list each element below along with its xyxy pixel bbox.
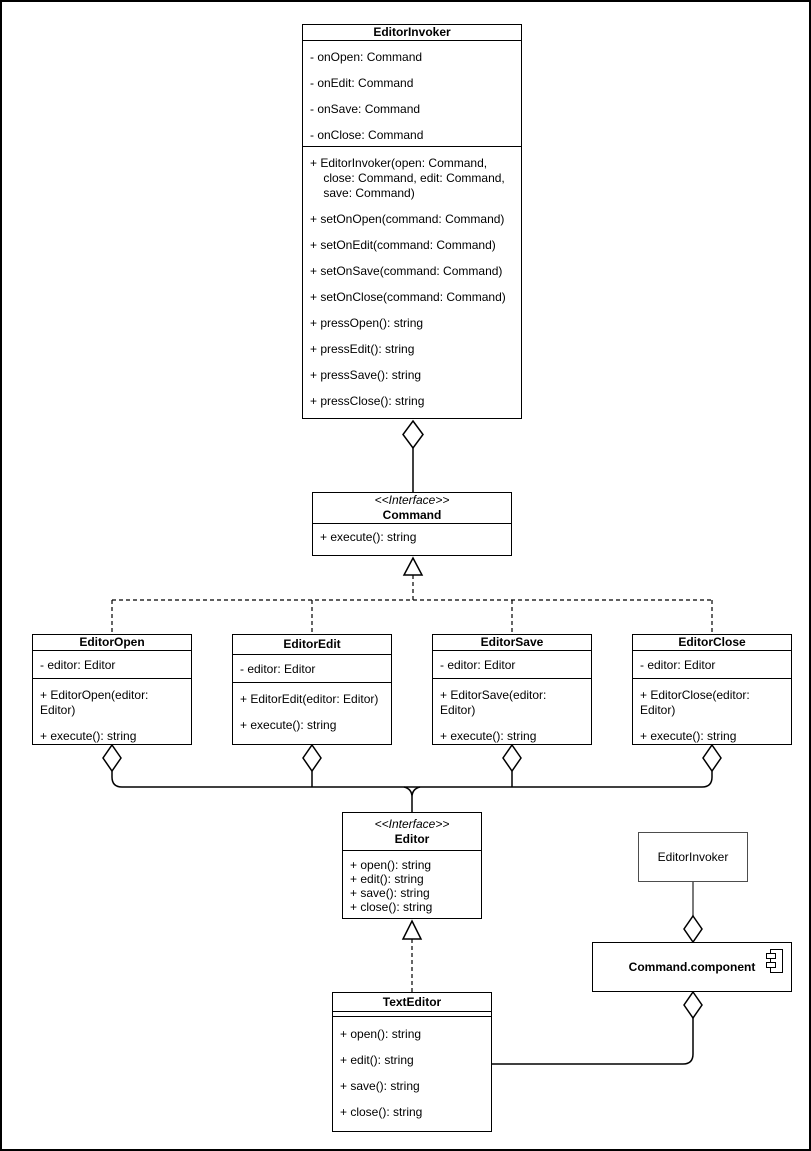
method: + pressEdit(): string <box>310 342 415 356</box>
class-title: EditorOpen <box>33 635 191 651</box>
method: + setOnSave(command: Command) <box>310 264 503 278</box>
method: + setOnEdit(command: Command) <box>310 238 496 252</box>
method: + EditorClose(editor: Editor) <box>640 688 754 717</box>
stereotype-label: <<Interface>> <box>374 816 450 831</box>
class-title: EditorClose <box>633 635 791 651</box>
realization-triangle <box>402 556 424 576</box>
method: + setOnOpen(command: Command) <box>310 212 505 226</box>
aggregation-diamond <box>683 990 703 1020</box>
methods-compartment: + execute(): string <box>313 524 511 556</box>
method: + pressClose(): string <box>310 394 425 408</box>
node-editorinvoker[interactable]: EditorInvoker <box>638 832 748 882</box>
attributes-compartment: - editor: Editor <box>33 651 191 679</box>
aggregation-commands-editor <box>102 743 722 812</box>
class-editorclose[interactable]: EditorClose - editor: Editor + EditorClo… <box>632 634 792 745</box>
method: + EditorInvoker(open: Command, close: Co… <box>310 156 505 200</box>
method: + execute(): string <box>40 729 137 743</box>
aggregation-invoker-command <box>402 419 424 492</box>
class-editorinvoker[interactable]: EditorInvoker - onOpen: Command - onEdit… <box>302 24 522 419</box>
method: + save(): string <box>350 886 430 900</box>
method: + EditorEdit(editor: Editor) <box>240 692 379 706</box>
attribute: - onSave: Command <box>310 102 421 116</box>
methods-compartment: + open(): string + edit(): string + save… <box>333 1017 491 1131</box>
method: + open(): string <box>340 1027 422 1041</box>
attribute: - editor: Editor <box>440 658 516 672</box>
attribute: - onOpen: Command <box>310 50 423 64</box>
realization-triangle <box>401 919 423 940</box>
attribute: - onEdit: Command <box>310 76 414 90</box>
class-title: EditorInvoker <box>303 25 521 41</box>
aggregation-diamond <box>302 743 322 773</box>
aggregation-component-texteditor <box>492 990 703 1065</box>
attributes-compartment: - editor: Editor <box>433 651 591 679</box>
attributes-compartment: - onOpen: Command - onEdit: Command - on… <box>303 41 521 147</box>
method: + execute(): string <box>320 530 417 544</box>
method: + close(): string <box>350 900 433 914</box>
method: + execute(): string <box>440 729 537 743</box>
class-title: <<Interface>> Editor <box>343 813 481 851</box>
method: + edit(): string <box>350 872 424 886</box>
method: + EditorSave(editor: Editor) <box>440 688 550 717</box>
stereotype-label: <<Interface>> <box>374 493 450 507</box>
method: + pressOpen(): string <box>310 316 424 330</box>
methods-compartment: + EditorInvoker(open: Command, close: Co… <box>303 147 521 420</box>
class-title: TextEditor <box>333 993 491 1013</box>
methods-compartment: + EditorSave(editor: Editor) + execute()… <box>433 679 591 755</box>
methods-compartment: + EditorClose(editor: Editor) + execute(… <box>633 679 791 755</box>
attribute: - editor: Editor <box>640 658 716 672</box>
aggregation-invokernode-component <box>683 882 703 944</box>
methods-compartment: + EditorOpen(editor: Editor) + execute()… <box>33 679 191 755</box>
attributes-compartment: - editor: Editor <box>233 655 391 683</box>
node-command-component[interactable]: Command.component <box>592 942 792 992</box>
attribute: - editor: Editor <box>240 662 316 676</box>
interface-name: Editor <box>394 831 430 846</box>
class-title: EditorSave <box>433 635 591 651</box>
attribute: - editor: Editor <box>40 658 116 672</box>
method: + open(): string <box>350 858 432 872</box>
class-editorsave[interactable]: EditorSave - editor: Editor + EditorSave… <box>432 634 592 745</box>
methods-compartment: + EditorEdit(editor: Editor) + execute()… <box>233 683 391 744</box>
interface-command[interactable]: <<Interface>> Command + execute(): strin… <box>312 492 512 556</box>
class-editoropen[interactable]: EditorOpen - editor: Editor + EditorOpen… <box>32 634 192 745</box>
realization-command-implementations <box>111 556 713 634</box>
component-icon <box>766 949 783 973</box>
method: + execute(): string <box>240 718 337 732</box>
class-title: <<Interface>> Command <box>313 493 511 524</box>
method: + EditorOpen(editor: Editor) <box>40 688 152 717</box>
attributes-compartment <box>333 1012 491 1017</box>
class-texteditor[interactable]: TextEditor + open(): string + edit(): st… <box>332 992 492 1132</box>
method: + close(): string <box>340 1105 423 1119</box>
method: + execute(): string <box>640 729 737 743</box>
method: + save(): string <box>340 1079 420 1093</box>
interface-editor[interactable]: <<Interface>> Editor + open(): string + … <box>342 812 482 919</box>
method: + edit(): string <box>340 1053 414 1067</box>
aggregation-diamond <box>402 419 424 450</box>
interface-name: Command <box>382 508 442 522</box>
attributes-compartment: - editor: Editor <box>633 651 791 679</box>
node-label: EditorInvoker <box>657 850 729 864</box>
attribute: - onClose: Command <box>310 128 424 142</box>
method: + setOnClose(command: Command) <box>310 290 506 304</box>
methods-compartment: + open(): string + edit(): string + save… <box>343 851 481 918</box>
realization-editor-texteditor <box>401 919 423 992</box>
class-editoredit[interactable]: EditorEdit - editor: Editor + EditorEdit… <box>232 634 392 745</box>
node-label: Command.component <box>628 960 756 974</box>
aggregation-diamond <box>683 914 703 944</box>
class-title: EditorEdit <box>233 635 391 655</box>
method: + pressSave(): string <box>310 368 422 382</box>
